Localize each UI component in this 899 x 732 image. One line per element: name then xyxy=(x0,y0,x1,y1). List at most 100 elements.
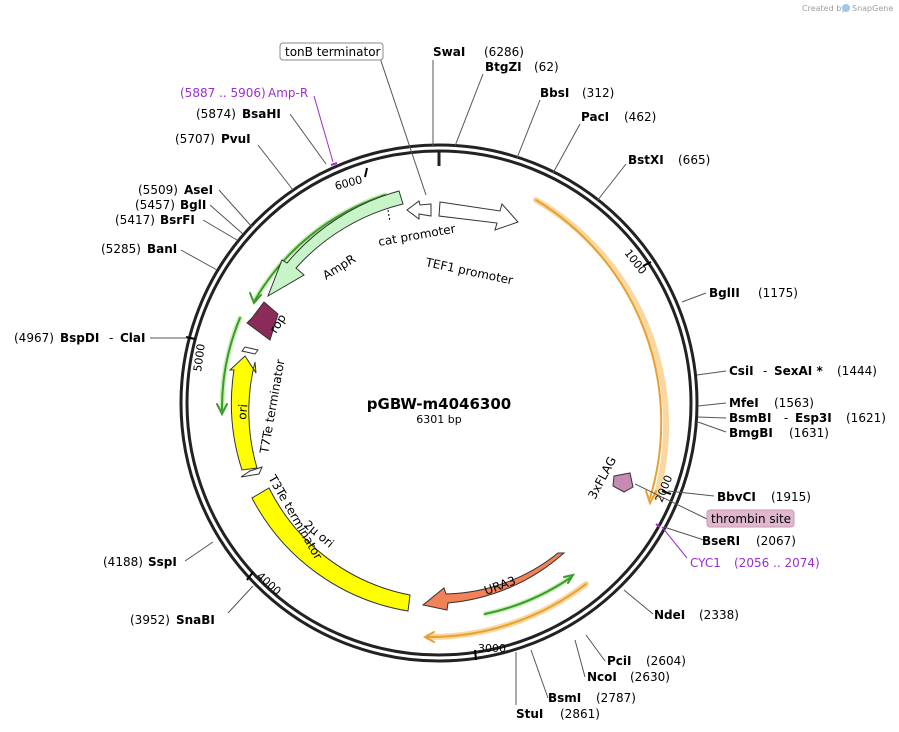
mfei-pos: (1563) xyxy=(774,396,814,410)
leader-bmgbi xyxy=(697,421,727,433)
bbsi-name: BbsI xyxy=(540,86,569,100)
csii-sep: - xyxy=(763,364,767,378)
orf-glow-1 xyxy=(533,197,670,500)
tick-mark-1000 xyxy=(642,261,652,267)
bsahi-name: BsaHI xyxy=(242,107,281,121)
plasmid-size: 6301 bp xyxy=(416,413,461,426)
leader-bstxi xyxy=(596,163,627,202)
csii-name: CsiI xyxy=(729,364,754,378)
stui-name: StuI xyxy=(516,707,543,721)
ampr-name: Amp-R xyxy=(268,86,308,100)
features xyxy=(228,190,634,612)
tick-6000: 6000 xyxy=(333,173,363,193)
asei-pos: (5509) xyxy=(138,183,178,197)
ncoi-name: NcoI xyxy=(587,670,617,684)
tick-1000: 1000 xyxy=(622,247,649,277)
orf-green-arrow-2 xyxy=(249,292,262,305)
orf-green-3 xyxy=(220,317,241,411)
bsmbi-sep: - xyxy=(784,411,788,425)
amp-r-divider xyxy=(387,209,391,223)
tick-mark-6000 xyxy=(364,167,368,178)
tef1-promoter-label: TEF1 promoter xyxy=(423,255,514,287)
ticks xyxy=(185,167,672,661)
btgzi-name: BtgZI xyxy=(485,60,522,74)
bsmi-pos: (2787) xyxy=(596,691,636,705)
ndei-name: NdeI xyxy=(654,608,685,622)
mfei-name: MfeI xyxy=(729,396,759,410)
sexai-name: SexAI * xyxy=(774,364,823,378)
ura3-label: URA3 xyxy=(482,574,517,598)
snabi-name: SnaBI xyxy=(176,613,215,627)
rop-arrow xyxy=(246,301,279,341)
amp-r-arrow xyxy=(267,190,404,298)
csii-pos: (1444) xyxy=(837,364,877,378)
bbsi-pos: (312) xyxy=(582,86,614,100)
bsmbi-name: BsmBI xyxy=(729,411,771,425)
tick-mark-3000 xyxy=(474,649,477,661)
cat-promoter-arrow xyxy=(406,200,432,220)
bbvci-name: BbvCI xyxy=(717,490,756,504)
clai-name: ClaI xyxy=(120,331,145,345)
tick-mark-4000 xyxy=(246,571,254,581)
cyc1-primer-mark xyxy=(655,523,661,528)
bbvci-pos: (1915) xyxy=(771,490,811,504)
paci-name: PacI xyxy=(581,110,609,124)
sspi-name: SspI xyxy=(148,555,177,569)
stui-pos: (2861) xyxy=(560,707,600,721)
esp3i-name: Esp3I xyxy=(795,411,832,425)
leader-cyc1 xyxy=(661,526,688,559)
leader-mfei xyxy=(697,402,727,407)
leader-ampr xyxy=(313,95,334,163)
pvui-name: PvuI xyxy=(221,132,251,146)
pvui-pos: (5707) xyxy=(175,132,215,146)
tick-mark-5000 xyxy=(185,336,196,340)
orf-green-arrow-3 xyxy=(216,403,228,417)
leader-paci xyxy=(552,123,581,174)
backbone-outer xyxy=(179,143,699,663)
pcii-name: PciI xyxy=(607,654,632,668)
leader-pvui xyxy=(257,144,294,191)
leader-bgli xyxy=(209,204,244,235)
leader-snabi xyxy=(227,585,254,614)
tick-4000: 4000 xyxy=(254,570,284,598)
two-mu-ori-block xyxy=(251,487,411,612)
backbone xyxy=(179,143,699,663)
pcii-pos: (2604) xyxy=(646,654,686,668)
leader-bsmbi xyxy=(697,416,727,419)
snapgene-credit: Created by SnapGene xyxy=(802,4,893,13)
plasmid-name: pGBW-m4046300 xyxy=(367,395,511,413)
thrombin-box xyxy=(706,509,795,528)
t3te-arrow xyxy=(240,466,263,478)
snapgene-logo-icon xyxy=(842,4,850,12)
bstxi-pos: (665) xyxy=(678,153,710,167)
btgzi-pos: (62) xyxy=(534,60,559,74)
bani-name: BanI xyxy=(147,242,177,256)
leader-ncoi xyxy=(574,639,586,678)
leader-thrombin xyxy=(634,483,708,520)
leader-bseri xyxy=(663,526,708,542)
leader-bsahi xyxy=(289,113,327,165)
orf-arc-2 xyxy=(427,583,587,639)
tick-5000: 5000 xyxy=(191,343,208,373)
thrombin-label: thrombin site xyxy=(711,512,791,526)
bsmbi-pos: (1621) xyxy=(846,411,886,425)
cyc1-name: CYC1 xyxy=(690,556,721,570)
leader-btgzi xyxy=(454,73,484,147)
bsmi-name: BsmI xyxy=(548,691,581,705)
leader-ndei xyxy=(623,589,654,615)
bglii-name: BglII xyxy=(709,286,740,300)
ncoi-pos: (2630) xyxy=(630,670,670,684)
flag-arrow xyxy=(612,472,634,493)
bgli-pos: (5457) xyxy=(135,198,175,212)
tef1-promoter-arrow xyxy=(438,201,519,231)
bgli-name: BglI xyxy=(180,198,206,212)
paci-pos: (462) xyxy=(624,110,656,124)
bstxi-name: BstXI xyxy=(628,153,664,167)
orf-arrow-1 xyxy=(645,490,657,506)
asei-name: AseI xyxy=(184,183,213,197)
bsrfi-name: BsrFI xyxy=(160,213,195,227)
leader-bbvci xyxy=(667,490,715,497)
bsahi-pos: (5874) xyxy=(196,107,236,121)
leader-sspi xyxy=(184,541,214,562)
